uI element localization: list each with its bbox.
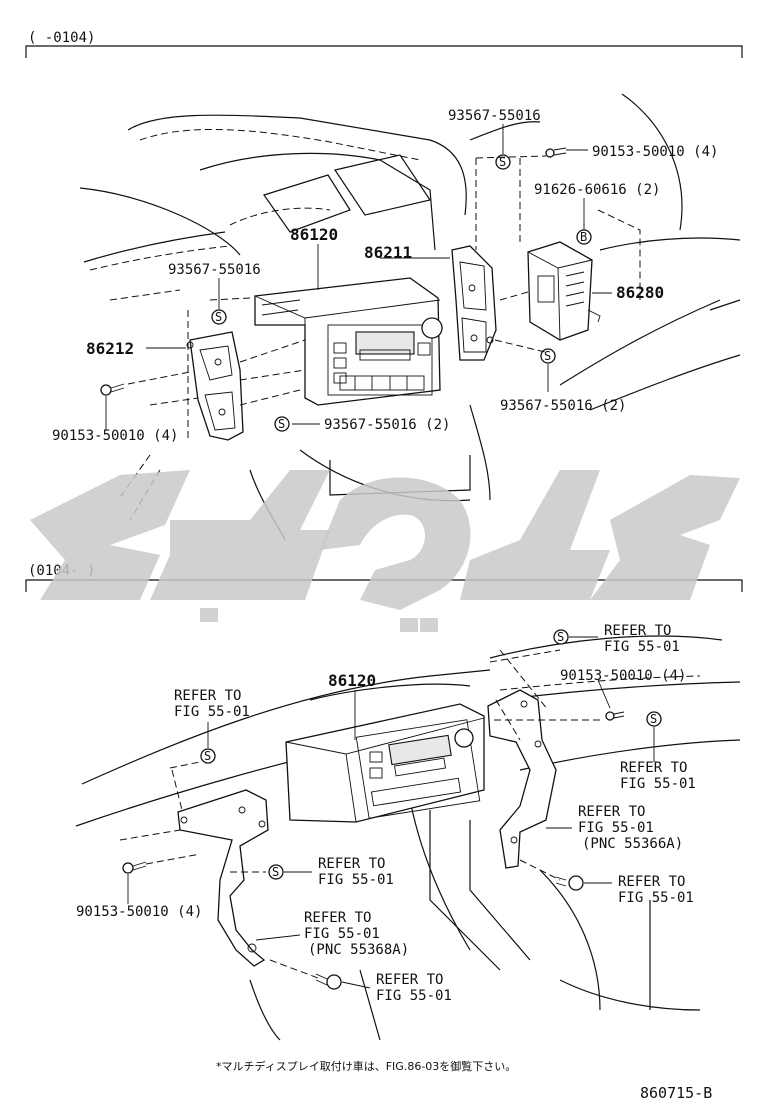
bottom-bolt-right [555,875,584,891]
bottom-right-bracket [487,689,557,869]
fig-55-01-label: FIG 55-01 [174,704,250,720]
svg-text:S: S [278,417,285,431]
svg-text:S: S [204,749,211,763]
s-symbol: S [268,864,284,880]
top-range-label: ( -0104) [28,30,95,46]
top-screw-90153-right [545,147,567,158]
label-86211: 86211 [364,243,412,262]
label-93567-55016-top: 93567-55016 [448,108,541,124]
s-symbol: S [646,711,662,727]
svg-text:S: S [650,712,657,726]
top-screw-90153-left [100,383,125,396]
refer-to-label: REFER TO [604,623,671,639]
bottom-screw-90153-right [605,711,625,721]
fig-55-01-label: FIG 55-01 [618,890,694,906]
pnc-55366a-label: (PNC 55366A) [582,836,683,852]
fig-55-01-label: FIG 55-01 [620,776,696,792]
label-90153-50010-4-right: 90153-50010 (4) [592,144,718,160]
svg-text:B: B [580,230,587,244]
label-90153-50010-4-left: 90153-50010 (4) [52,428,178,444]
refer-to-label: REFER TO [376,972,443,988]
fig-55-01-label: FIG 55-01 [318,872,394,888]
label-86280: 86280 [616,283,664,302]
watermark-logo [30,470,740,632]
label-90153-50010-4-bottom-left: 90153-50010 (4) [76,904,202,920]
label-86212: 86212 [86,339,134,358]
figure-id: 860715-B [640,1084,712,1102]
top-leader-lines [105,124,641,440]
svg-text:S: S [557,630,564,644]
top-amplifier-86280 [527,241,601,341]
refer-to-label: REFER TO [304,910,371,926]
top-head-unit-86120 [254,277,443,406]
label-93567-55016-2-right: 93567-55016 (2) [500,398,626,414]
bottom-head-unit-86120 [285,703,485,823]
label-86120-bottom: 86120 [328,671,376,690]
refer-to-label: REFER TO [618,874,685,890]
bottom-left-bracket [177,789,269,967]
refer-to-label: REFER TO [578,804,645,820]
svg-text:S: S [215,310,222,324]
top-right-bracket-86211 [451,245,497,361]
s-symbol: S [495,154,511,170]
fig-55-01-label: FIG 55-01 [604,639,680,655]
fig-55-01-label: FIG 55-01 [304,926,380,942]
bottom-dashboard-outline [75,635,741,1041]
bottom-bolt-lower [315,973,342,990]
top-left-bracket-86212 [186,331,244,441]
footnote: *マルチディスプレイ取付け車は、FIG.86-03を御覧下さい。 [216,1059,516,1073]
label-93567-55016-left: 93567-55016 [168,262,261,278]
svg-text:S: S [499,155,506,169]
s-symbol: S [553,629,569,645]
s-symbol: S [200,748,216,764]
svg-text:S: S [544,349,551,363]
pnc-55368a-label: (PNC 55368A) [308,942,409,958]
bottom-leader-lines [127,636,655,989]
s-symbol: S [274,416,290,432]
label-93567-55016-2-bottom: 93567-55016 (2) [324,417,450,433]
s-symbol: S [540,348,556,364]
label-91626-60616-2: 91626-60616 (2) [534,182,660,198]
refer-to-label: REFER TO [620,760,687,776]
bottom-screw-90153-left [122,861,147,874]
fig-55-01-label: FIG 55-01 [376,988,452,1004]
top-section-bracket [25,45,743,58]
s-symbol: S [211,309,227,325]
label-86120: 86120 [290,225,338,244]
refer-to-label: REFER TO [318,856,385,872]
refer-to-label: REFER TO [174,688,241,704]
svg-text:S: S [272,865,279,879]
fig-55-01-label: FIG 55-01 [578,820,654,836]
label-90153-50010-4-bottom-right: 90153-50010 (4) [560,668,686,684]
b-symbol: B [576,229,592,245]
